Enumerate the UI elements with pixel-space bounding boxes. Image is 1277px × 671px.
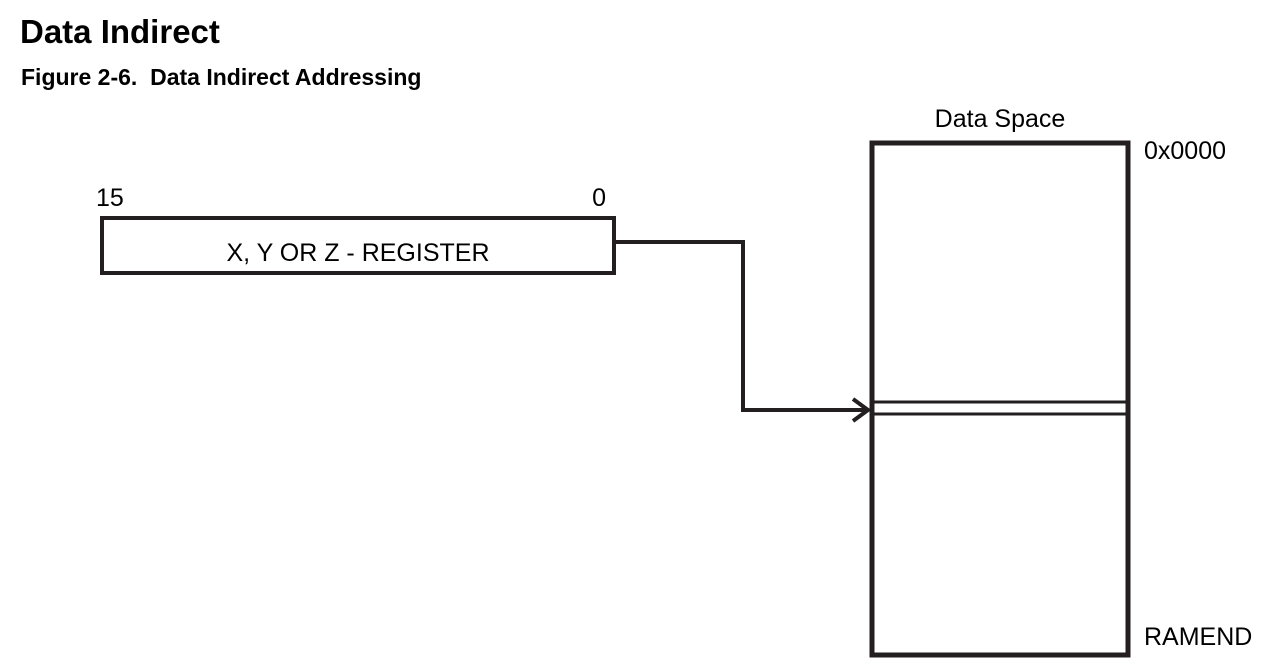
pointer-arrowhead <box>851 397 872 423</box>
end-address-label: RAMEND <box>1144 623 1252 651</box>
register-box <box>100 216 616 275</box>
start-address-label: 0x0000 <box>1144 137 1226 165</box>
register-label: X, Y OR Z - REGISTER <box>226 239 489 267</box>
data-space-box <box>869 140 1131 658</box>
register-lsb-label: 0 <box>592 184 606 212</box>
pointer-connector <box>614 240 866 412</box>
register-msb-label: 15 <box>96 184 124 212</box>
section-title: Data Indirect <box>20 13 220 50</box>
data-space-title: Data Space <box>935 105 1066 133</box>
figure-caption: Figure 2-6. Data Indirect Addressing <box>21 64 422 90</box>
